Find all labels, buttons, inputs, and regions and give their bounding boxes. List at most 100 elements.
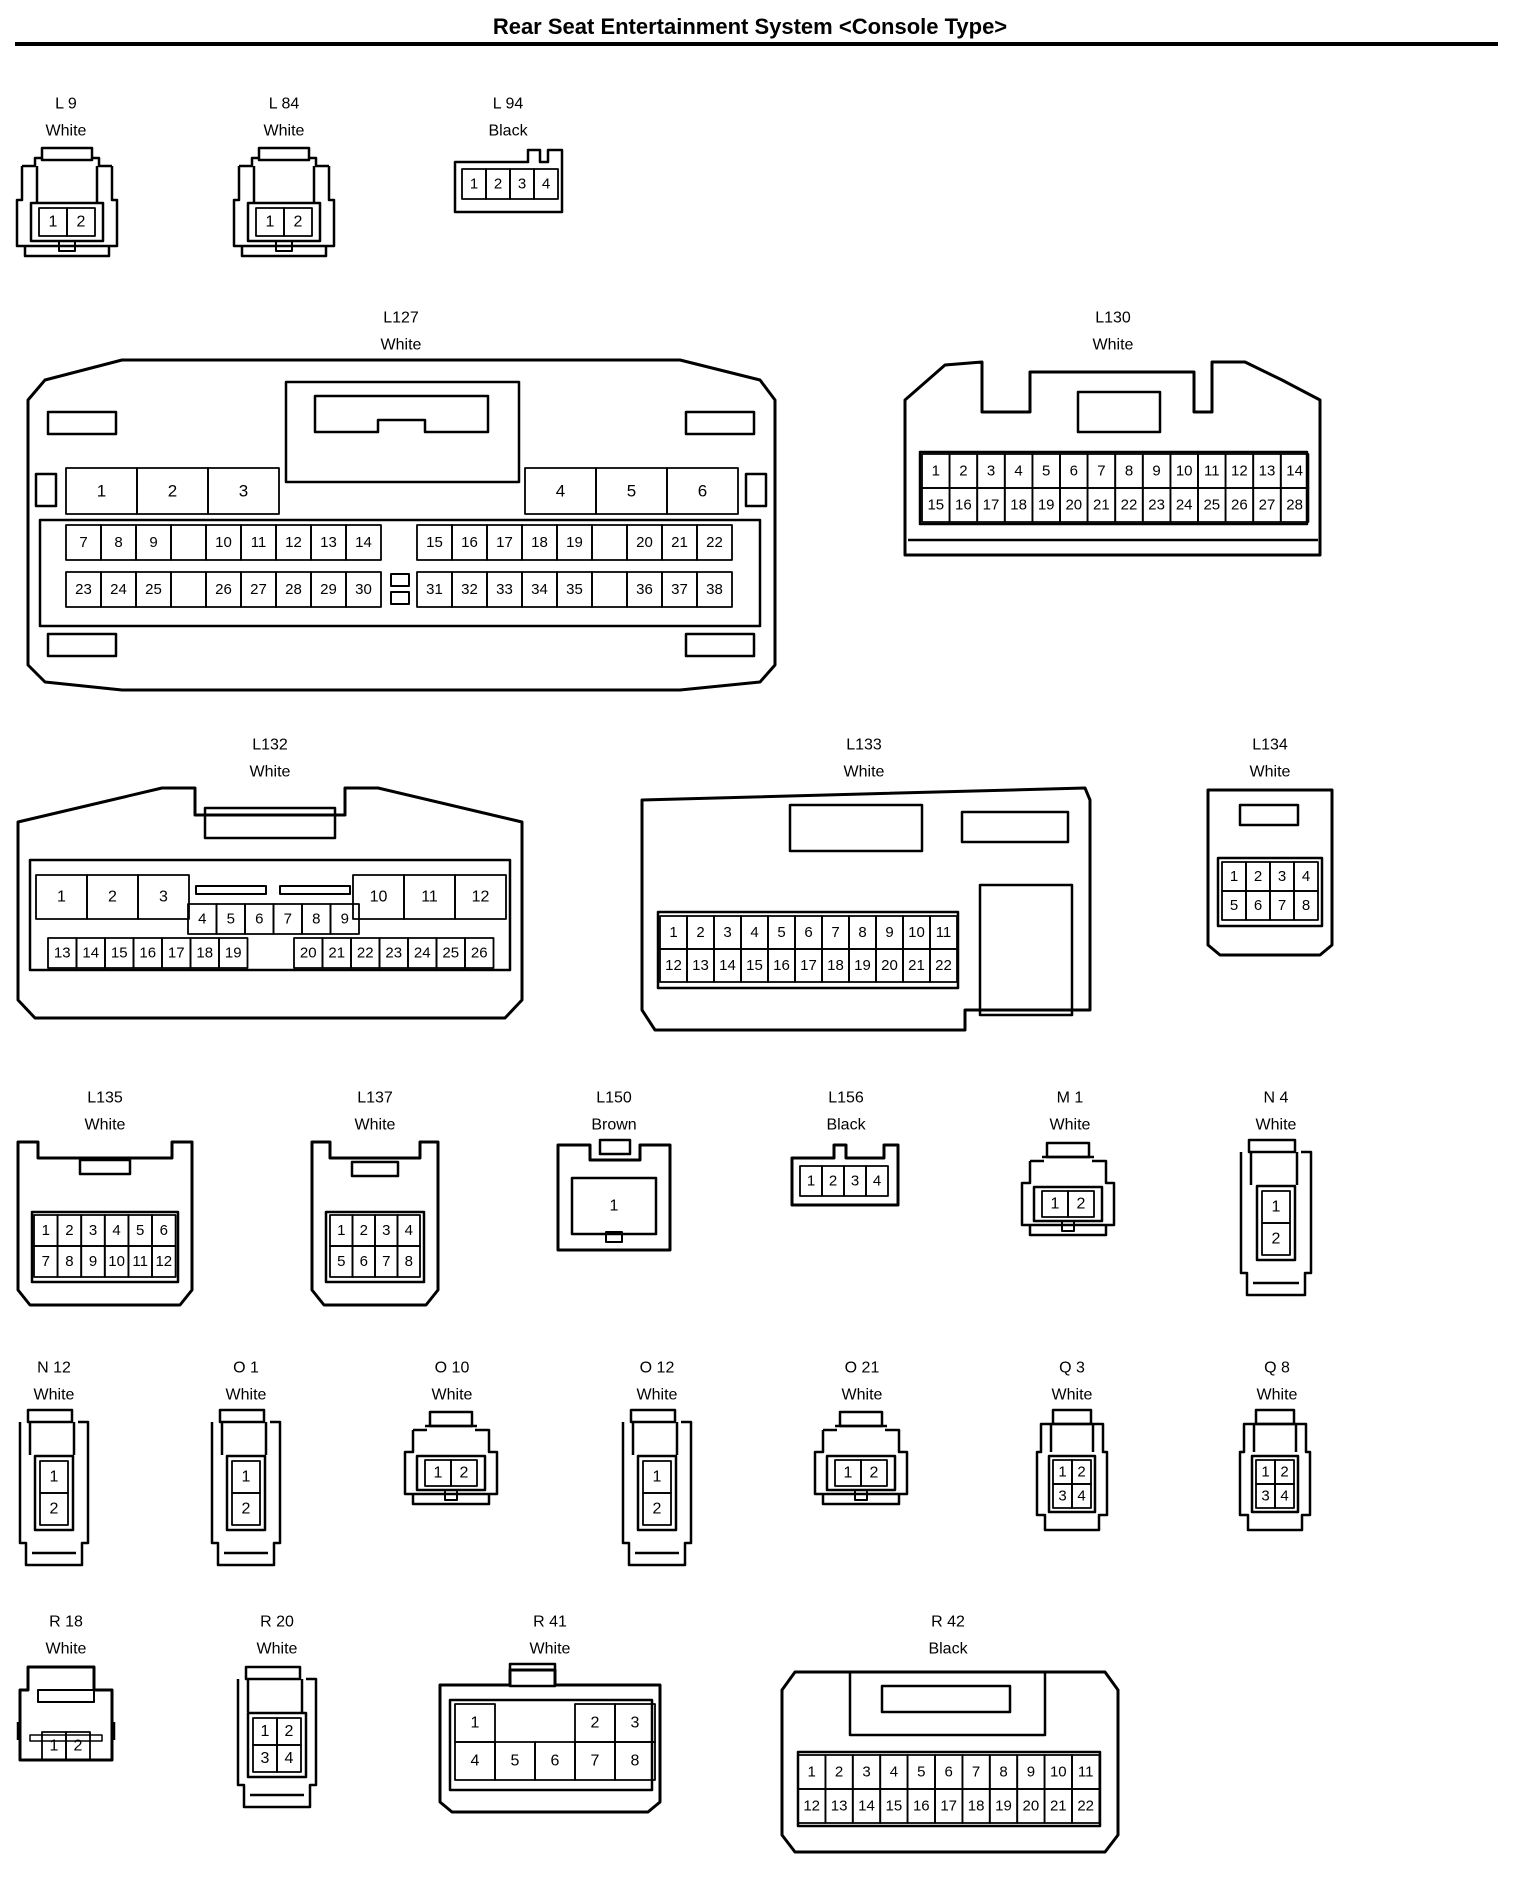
connector-outline	[324, 1210, 426, 1284]
pin-label: 7	[42, 1253, 50, 1270]
connector-outline	[276, 1744, 302, 1773]
connector-id: L133	[846, 737, 882, 754]
connector-outline	[244, 1665, 302, 1681]
connector-outline	[744, 472, 768, 508]
connector-color: White	[842, 1387, 883, 1404]
connector-outline	[38, 518, 762, 628]
pin-label: 13	[831, 1798, 848, 1815]
connector-outline	[26, 358, 777, 692]
connector-outline	[533, 168, 559, 200]
connector-outline	[239, 156, 329, 168]
pin-label: 3	[518, 176, 526, 193]
pin-label: 37	[671, 581, 688, 598]
connector-color: White	[264, 123, 305, 140]
pin-label: 28	[285, 581, 302, 598]
pin-label: 22	[935, 957, 952, 974]
pin-label: 1	[337, 1222, 345, 1239]
pin-label: 6	[698, 482, 707, 501]
connector-outline	[1216, 856, 1324, 928]
connector-outline	[1035, 1422, 1109, 1532]
pin-label: 23	[385, 945, 402, 962]
connector-color: White	[226, 1387, 267, 1404]
pin-label: 12	[285, 534, 302, 551]
pin-label: 9	[1027, 1764, 1035, 1781]
pin-label: 1	[808, 1764, 816, 1781]
pin-label: 16	[139, 945, 156, 962]
connector-outline	[1047, 1454, 1097, 1514]
connector-outline	[283, 207, 313, 237]
connector-outline	[860, 1459, 888, 1487]
connector-outline	[556, 1143, 672, 1252]
connector-outline	[279, 885, 351, 895]
pin-label: 2	[168, 482, 177, 501]
connector-outline	[26, 1408, 74, 1424]
pin-label: 1	[610, 1198, 619, 1215]
connector-outline	[591, 571, 628, 608]
pin-label: 5	[1230, 897, 1238, 914]
connector-id: R 20	[260, 1614, 294, 1631]
connector-outline	[329, 903, 360, 935]
pin-label: 20	[881, 957, 898, 974]
pin-label: 18	[968, 1798, 985, 1815]
pin-label: 1	[434, 1465, 443, 1482]
connector-outline	[1254, 1408, 1296, 1426]
pin-label: 21	[1050, 1798, 1067, 1815]
connector-outline	[23, 246, 111, 258]
connector-outline	[15, 166, 119, 248]
pin-label: 2	[285, 1723, 294, 1740]
connector-outline	[1028, 1225, 1108, 1237]
pin-label: 2	[829, 1173, 837, 1190]
pin-label: 25	[1203, 497, 1220, 514]
connector-outline	[684, 410, 756, 436]
pin-label: 2	[696, 924, 704, 941]
pin-label: 2	[959, 463, 967, 480]
pin-label: 1	[1051, 1196, 1060, 1213]
connector-outline	[33, 1454, 75, 1532]
connector-outline	[629, 1408, 677, 1424]
pin-label: 3	[382, 1222, 390, 1239]
connector-outline	[1020, 1159, 1116, 1227]
connector-outline	[16, 1140, 194, 1307]
pin-label: 3	[1278, 868, 1286, 885]
connector-color: White	[381, 337, 422, 354]
pin-label: 3	[987, 463, 995, 480]
pin-label: 17	[983, 497, 1000, 514]
pin-label: 13	[1259, 463, 1276, 480]
connector-outline	[598, 1138, 632, 1156]
pin-label: 1	[50, 1738, 59, 1755]
pin-label: 15	[927, 497, 944, 514]
pin-label: 14	[355, 534, 372, 551]
connector-outline	[780, 1670, 1120, 1854]
pin-label: 21	[671, 534, 688, 551]
pin-label: 2	[294, 214, 303, 231]
connector-outline	[232, 166, 336, 248]
connector-outline	[30, 1210, 180, 1284]
connector-color: White	[34, 1387, 75, 1404]
connector-id: L137	[357, 1090, 393, 1107]
connector-outline	[151, 1245, 177, 1278]
pin-label: 2	[65, 1222, 73, 1239]
connector-outline	[1061, 1220, 1075, 1232]
pin-label: 1	[471, 1715, 480, 1732]
pin-label: 34	[531, 581, 548, 598]
connector-outline	[1071, 1483, 1092, 1509]
pin-label: 35	[566, 581, 583, 598]
connector-outline	[454, 874, 507, 920]
pin-label: 4	[890, 1764, 898, 1781]
connector-id: Q 3	[1059, 1360, 1085, 1377]
connector-outline	[790, 1143, 900, 1207]
connector-outline	[1279, 487, 1310, 523]
connector-outline	[684, 632, 756, 658]
pin-label: 1	[1272, 1199, 1281, 1216]
connector-id: L 84	[269, 96, 300, 113]
pin-label: 7	[972, 1764, 980, 1781]
pin-label: 3	[239, 482, 248, 501]
pin-label: 1	[653, 1469, 662, 1486]
pin-label: 18	[196, 945, 213, 962]
pin-label: 12	[803, 1798, 820, 1815]
